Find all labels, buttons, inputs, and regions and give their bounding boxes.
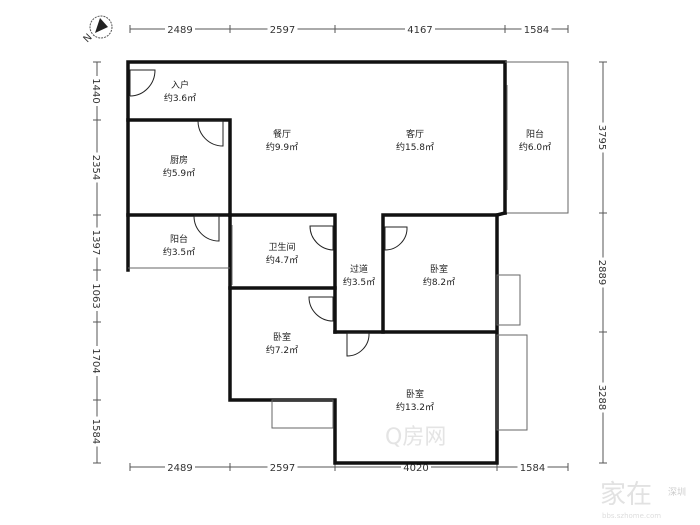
compass-label: N <box>82 32 95 45</box>
room-area: 约4.7㎡ <box>266 254 298 266</box>
room-labels: 入户约3.6㎡餐厅约9.9㎡客厅约15.8㎡阳台约6.0㎡厨房约5.9㎡阳台约3… <box>163 79 551 413</box>
dim-label: 1397 <box>90 230 101 255</box>
room-name: 卧室 <box>273 331 291 343</box>
room-area: 约13.2㎡ <box>396 401 434 413</box>
dim-label: 4020 <box>403 463 428 474</box>
room-area: 约15.8㎡ <box>396 141 434 153</box>
dim-label: 2597 <box>270 25 295 36</box>
room-name: 客厅 <box>406 128 424 140</box>
walls <box>126 60 569 465</box>
compass-icon: N <box>82 15 113 45</box>
room-area: 约8.2㎡ <box>423 276 455 288</box>
dim-label: 1440 <box>90 78 101 103</box>
dim-label: 2489 <box>167 463 192 474</box>
room-name: 阳台 <box>526 128 544 140</box>
dim-label: 1704 <box>90 348 101 373</box>
room-name: 过道 <box>350 263 368 275</box>
dim-label: 1584 <box>524 25 549 36</box>
dim-label: 1063 <box>90 283 101 308</box>
room-area: 约3.5㎡ <box>163 246 195 258</box>
room-area: 约5.9㎡ <box>163 167 195 179</box>
room-name: 阳台 <box>170 233 188 245</box>
room-name: 卫生间 <box>268 241 295 253</box>
room-name: 卧室 <box>430 263 448 275</box>
doors <box>129 69 408 357</box>
dim-label: 1584 <box>90 419 101 444</box>
room-area: 约7.2㎡ <box>266 344 298 356</box>
room-area: 约6.0㎡ <box>519 141 551 153</box>
dimension-lines: 2489 2597 4167 1584 2489 2597 4020 1584 1440 2354… <box>90 22 610 474</box>
room-area: 约3.5㎡ <box>343 276 375 288</box>
watermark-center: Q房网 <box>385 425 446 450</box>
room-area: 约3.6㎡ <box>164 92 196 104</box>
watermark-url: bbs.szhome.com <box>602 512 661 520</box>
dim-label: 2489 <box>167 25 192 36</box>
dim-label: 3795 <box>596 125 607 150</box>
dim-label: 2889 <box>596 260 607 285</box>
room-area: 约9.9㎡ <box>266 141 298 153</box>
room-name: 卧室 <box>406 388 424 400</box>
watermark-corner: 家在 <box>600 480 652 510</box>
watermark-corner-sub: 深圳 <box>668 487 686 498</box>
dim-label: 2597 <box>270 463 295 474</box>
room-name: 厨房 <box>170 154 188 166</box>
dim-label: 1584 <box>520 463 545 474</box>
dim-label: 2354 <box>90 155 101 180</box>
dim-label: 4167 <box>407 25 432 36</box>
dim-label: 3288 <box>596 385 607 410</box>
room-name: 入户 <box>171 79 189 91</box>
room-name: 餐厅 <box>273 128 291 140</box>
